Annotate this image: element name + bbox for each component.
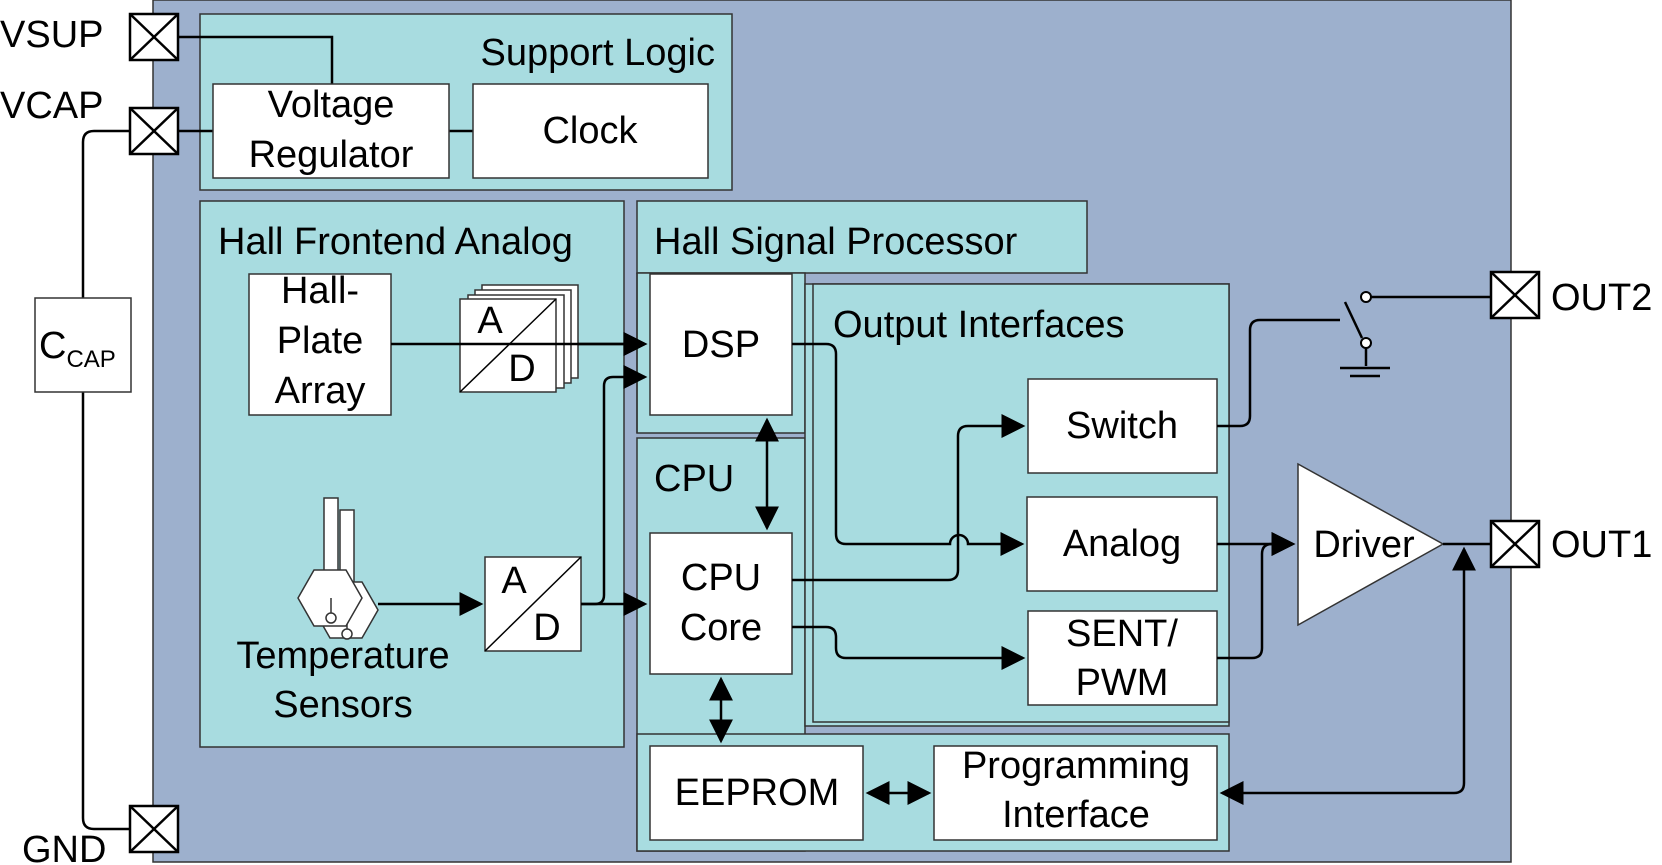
ccap-label: CCAP (39, 325, 116, 373)
hall-adc-block (459, 284, 579, 393)
vsup-label: VSUP (0, 14, 103, 56)
clock-block (472, 83, 709, 179)
vcap-pin (128, 106, 180, 156)
driver-label: Driver (1313, 524, 1415, 566)
vcap-ccap-wire (81, 129, 130, 298)
vsup-pin (128, 12, 180, 62)
out2-pin (1489, 270, 1541, 320)
eeprom-label: EEPROM (675, 772, 840, 814)
eeprom-block (649, 745, 864, 841)
cpu-core-label-line1: CPU (681, 557, 761, 599)
out1-label: OUT1 (1551, 524, 1652, 566)
cpu-to-switch-wire (792, 414, 1026, 582)
hall-plate-label-line1: Hall- (281, 270, 359, 312)
temperature-adc-block (484, 556, 582, 652)
output-switch-symbol (1340, 291, 1390, 378)
hall-frontend-title: Hall Frontend Analog (218, 221, 573, 263)
programming-interface-label-line1: Programming (962, 745, 1190, 787)
switch-to-output-wire (1217, 318, 1340, 428)
ccap-capacitor (34, 297, 132, 393)
switch-block (1027, 378, 1218, 474)
temp-adc-d-label: D (533, 607, 560, 649)
programming-interface-label-line2: Interface (1002, 794, 1150, 836)
support-logic-title: Support Logic (481, 32, 716, 74)
temperature-sensors-label-line2: Sensors (273, 684, 412, 726)
dsp-block (649, 273, 793, 416)
vsup-wire (178, 35, 334, 84)
voltage-regulator-label-line1: Voltage (268, 84, 395, 126)
clock-label: Clock (542, 110, 638, 152)
analog-block (1026, 496, 1218, 592)
dsp-to-analog-wire (792, 342, 1025, 556)
programming-to-out1-wire (1219, 546, 1476, 805)
hall-plate-label-line2: Plate (277, 320, 364, 362)
output-interfaces-title: Output Interfaces (833, 304, 1125, 346)
temp-adc-a-label: A (501, 560, 527, 602)
analog-label: Analog (1063, 523, 1181, 565)
hall-adc-a-label: A (477, 300, 503, 342)
hall-signal-processor-title: Hall Signal Processor (654, 221, 1018, 263)
programming-interface-block (933, 745, 1218, 841)
cpu-core-block (649, 532, 793, 675)
out2-label: OUT2 (1551, 277, 1652, 319)
voltage-regulator-block (212, 83, 450, 179)
sent-pwm-label-line2: PWM (1076, 662, 1169, 704)
gnd-label: GND (22, 829, 106, 865)
temperature-sensors-label-line1: Temperature (236, 635, 449, 677)
hall-plate-label-line3: Array (275, 370, 366, 412)
out1-pin (1489, 519, 1541, 569)
vcap-label: VCAP (0, 85, 103, 127)
cpu-title: CPU (654, 458, 734, 500)
sent-pwm-block (1027, 610, 1218, 706)
hall-adc-d-label: D (508, 348, 535, 390)
cpu-to-sent-wire (792, 625, 1026, 670)
hall-signal-processor-group (636, 200, 1088, 274)
gnd-pin (128, 804, 180, 854)
dsp-label: DSP (682, 324, 760, 366)
sent-pwm-label-line1: SENT/ (1066, 613, 1178, 655)
cpu-core-label-line2: Core (680, 607, 762, 649)
temperature-sensor-icon (297, 497, 379, 640)
hall-plate-array-block (248, 273, 392, 416)
switch-label: Switch (1066, 405, 1178, 447)
ccap-gnd-wire (81, 392, 130, 831)
voltage-regulator-label-line2: Regulator (249, 134, 414, 176)
